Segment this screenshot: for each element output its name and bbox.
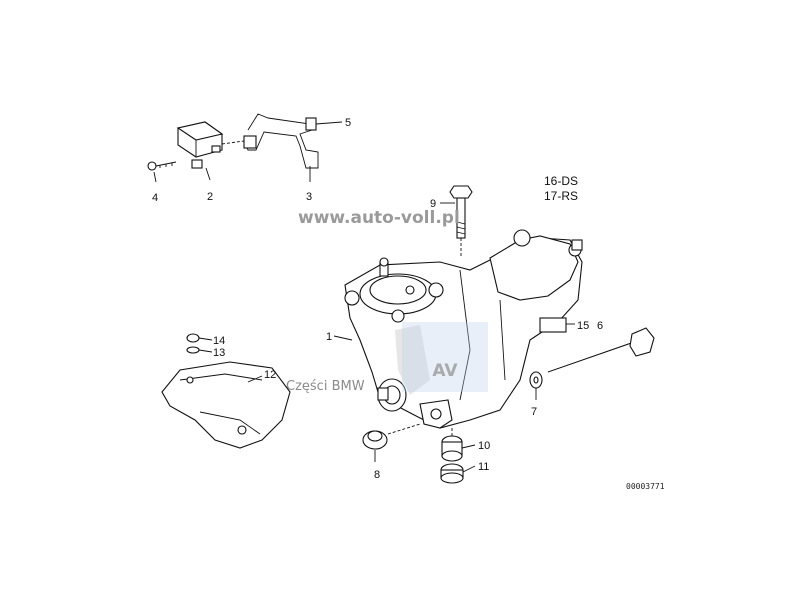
callout-3: 3: [306, 191, 312, 203]
callout-2: 2: [207, 191, 213, 203]
callout-13: 13: [213, 347, 225, 359]
callout-11: 11: [478, 461, 489, 473]
callout-5: 5: [345, 117, 351, 129]
callout-15: 15: [577, 320, 589, 332]
callout-1: 1: [326, 331, 332, 343]
callout-14: 14: [213, 335, 225, 347]
screw-part: [147, 161, 177, 171]
nut-part: [362, 423, 421, 450]
callout-8: 8: [374, 469, 380, 481]
watermark-url: www.auto-voll.pl: [298, 208, 460, 228]
bolt-part: [449, 185, 473, 258]
bracket-part: [221, 113, 319, 169]
callout-7: 7: [531, 406, 537, 418]
callout-9: 9: [430, 198, 436, 210]
callout-4: 4: [152, 192, 158, 204]
variant-code-ds: 16-DS: [544, 174, 578, 188]
mounting-bracket-part: [161, 333, 291, 449]
bushing-part: [440, 428, 464, 484]
callout-6: 6: [597, 320, 603, 332]
callout-10: 10: [478, 440, 490, 452]
steering-box-part: AV: [344, 229, 583, 429]
long-bolt-part: [529, 327, 655, 389]
watermark-caption: Części BMW: [286, 379, 365, 394]
leader-lines: [153, 121, 575, 473]
control-unit-part: [176, 121, 224, 169]
variant-code-rs: 17-RS: [544, 189, 578, 203]
diagram-number: 00003771: [626, 482, 665, 491]
watermark-logo: AV: [432, 361, 458, 381]
callout-12: 12: [264, 369, 276, 381]
